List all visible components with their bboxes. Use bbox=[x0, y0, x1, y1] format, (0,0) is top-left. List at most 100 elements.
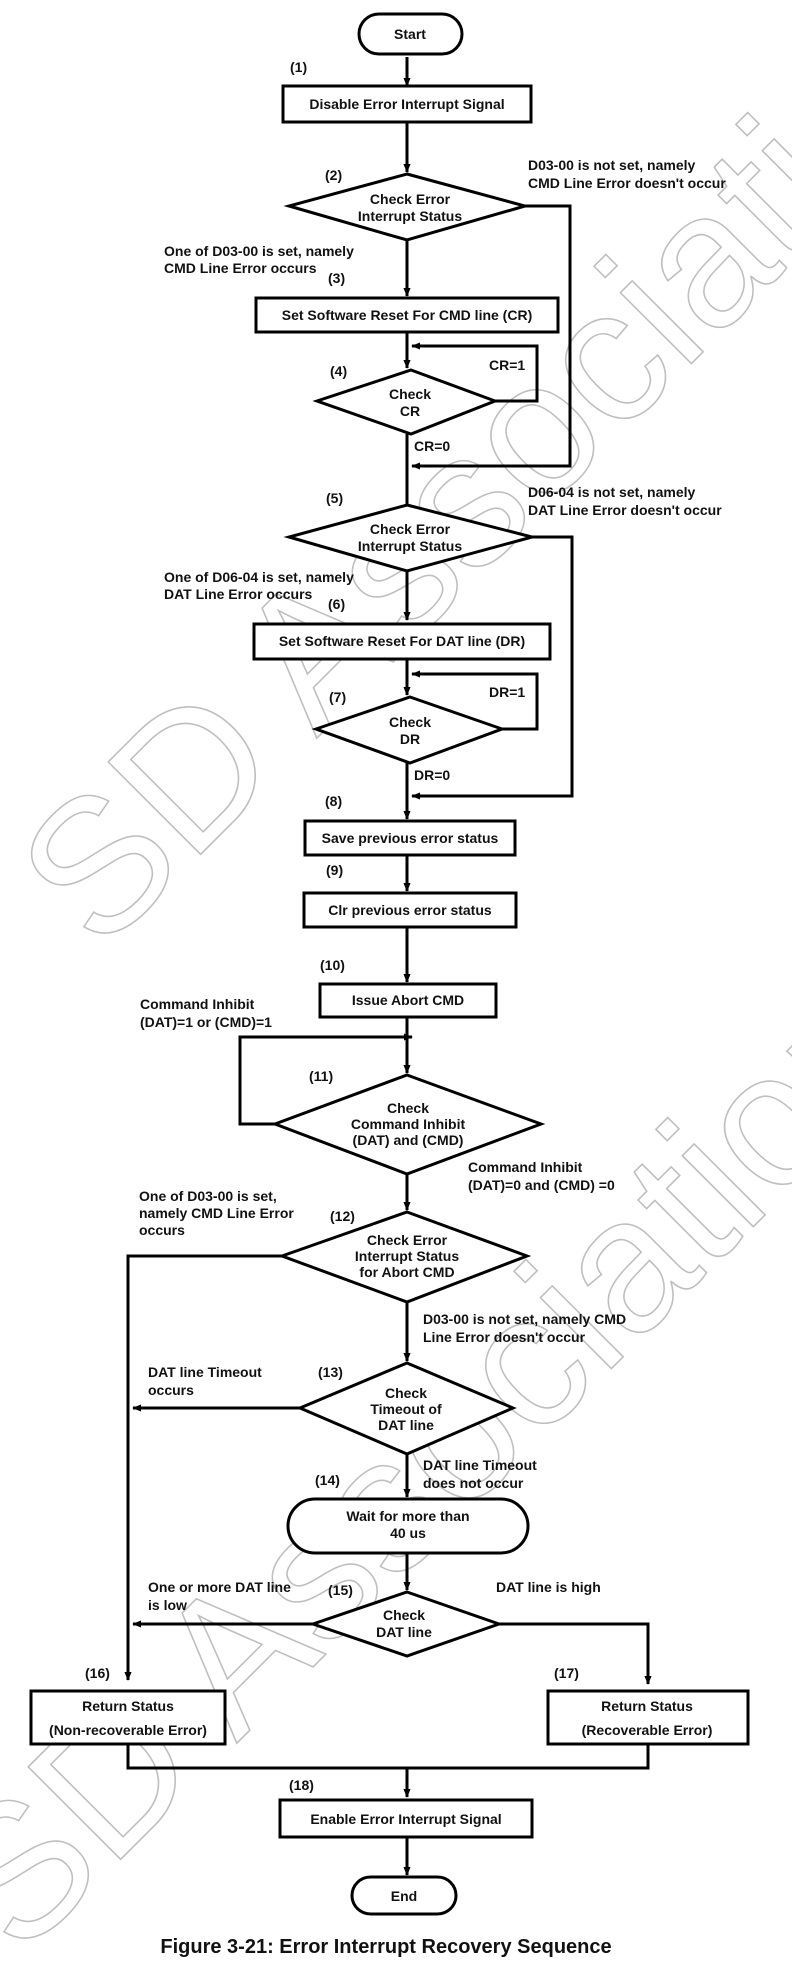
step-number-11: (11) bbox=[309, 1068, 333, 1084]
set-reset-cr-label: Set Software Reset For CMD line (CR) bbox=[282, 307, 532, 323]
check-status-dat-line1: Check Error bbox=[370, 521, 451, 537]
return-nonrec-line1: Return Status bbox=[82, 1698, 174, 1714]
check-status-cmd-line1: Check Error bbox=[370, 191, 451, 207]
step-number-2: (2) bbox=[325, 167, 342, 183]
clr-status-label: Clr previous error status bbox=[328, 902, 492, 918]
label-dr1: DR=1 bbox=[489, 684, 525, 700]
label-dat-high: DAT line is high bbox=[496, 1579, 601, 1595]
disable-label: Disable Error Interrupt Signal bbox=[309, 96, 504, 112]
label-timeout-occurs-line2: occurs bbox=[148, 1382, 194, 1398]
label-abort-no-cmd-error-line2: Line Error doesn't occur bbox=[423, 1329, 586, 1345]
save-status-box: Save previous error status bbox=[303, 819, 517, 857]
return-nonrecoverable-box: Return Status (Non-recoverable Error) bbox=[29, 1689, 227, 1746]
step-number-16: (16) bbox=[85, 1665, 110, 1681]
label-abort-cmd-error-line3: occurs bbox=[139, 1222, 185, 1238]
arrow-cr1-loop bbox=[411, 342, 539, 403]
label-dr0: DR=0 bbox=[414, 767, 450, 783]
label-inhibit-set-line1: Command Inhibit bbox=[140, 996, 255, 1012]
set-reset-dr-label: Set Software Reset For DAT line (DR) bbox=[279, 633, 525, 649]
label-timeout-not-occur-line2: does not occur bbox=[423, 1475, 524, 1491]
disable-interrupt-box: Disable Error Interrupt Signal bbox=[281, 84, 533, 124]
arrow-dr1-loop bbox=[411, 670, 539, 731]
step-number-10: (10) bbox=[320, 957, 345, 973]
edge-labels: D03-00 is not set, namely CMD Line Error… bbox=[139, 157, 726, 1613]
enable-label: Enable Error Interrupt Signal bbox=[310, 1811, 501, 1827]
check-status-cmd-decision: Check Error Interrupt Status bbox=[283, 172, 531, 242]
label-inhibit-set-line2: (DAT)=1 or (CMD)=1 bbox=[140, 1014, 272, 1030]
check-dat-line-decision: Check DAT line bbox=[308, 1590, 504, 1658]
step-number-18: (18) bbox=[289, 1777, 314, 1793]
label-timeout-occurs-line1: DAT line Timeout bbox=[148, 1364, 262, 1380]
check-status-abort-line1: Check Error bbox=[367, 1232, 448, 1248]
check-status-abort-line3: for Abort CMD bbox=[359, 1264, 454, 1280]
return-rec-line1: Return Status bbox=[601, 1698, 693, 1714]
check-timeout-line2: Timeout of bbox=[370, 1401, 442, 1417]
end-label: End bbox=[391, 1888, 417, 1904]
return-nonrec-line2: (Non-recoverable Error) bbox=[49, 1722, 207, 1738]
step-number-5: (5) bbox=[326, 490, 343, 506]
clr-status-box: Clr previous error status bbox=[302, 891, 518, 929]
return-rec-line2: (Recoverable Error) bbox=[582, 1722, 713, 1738]
issue-abort-label: Issue Abort CMD bbox=[352, 992, 464, 1008]
start-terminator: Start bbox=[357, 12, 464, 56]
check-status-abort-decision: Check Error Interrupt Status for Abort C… bbox=[277, 1210, 532, 1304]
check-dr-line1: Check bbox=[389, 714, 431, 730]
check-dr-line2: DR bbox=[400, 731, 420, 747]
step-number-9: (9) bbox=[326, 862, 343, 878]
label-d03-not-set-line1: D03-00 is not set, namely bbox=[528, 157, 696, 173]
check-inhibit-decision: Check Command Inhibit (DAT) and (CMD) bbox=[270, 1073, 546, 1176]
label-inhibit-clear-line1: Command Inhibit bbox=[468, 1159, 583, 1175]
check-status-cmd-line2: Interrupt Status bbox=[358, 208, 462, 224]
step-number-4: (4) bbox=[330, 363, 347, 379]
step-number-8: (8) bbox=[325, 793, 342, 809]
step-number-14: (14) bbox=[315, 1472, 340, 1488]
label-d06-set-line2: DAT Line Error occurs bbox=[164, 586, 313, 602]
label-d03-set-line2: CMD Line Error occurs bbox=[164, 260, 317, 276]
check-status-dat-decision: Check Error Interrupt Status bbox=[283, 503, 538, 573]
step-number-17: (17) bbox=[554, 1665, 579, 1681]
step-number-7: (7) bbox=[329, 689, 346, 705]
check-inhibit-line2: Command Inhibit bbox=[351, 1116, 466, 1132]
check-status-dat-line2: Interrupt Status bbox=[358, 538, 462, 554]
step-number-1: (1) bbox=[290, 59, 307, 75]
arrow-15-high bbox=[499, 1622, 652, 1685]
step-number-6: (6) bbox=[328, 596, 345, 612]
step-number-13: (13) bbox=[318, 1364, 343, 1380]
arrow-5-bypass bbox=[411, 535, 574, 800]
arrow-12-to-16 bbox=[124, 1254, 282, 1681]
label-d03-set-line1: One of D03-00 is set, namely bbox=[164, 243, 354, 259]
start-label: Start bbox=[394, 26, 426, 42]
step-number-3: (3) bbox=[328, 270, 345, 286]
label-cr0: CR=0 bbox=[414, 438, 450, 454]
figure-caption: Figure 3-21: Error Interrupt Recovery Se… bbox=[160, 1936, 611, 1958]
check-cr-line1: Check bbox=[389, 386, 431, 402]
check-status-abort-line2: Interrupt Status bbox=[355, 1248, 459, 1264]
enable-interrupt-box: Enable Error Interrupt Signal bbox=[278, 1798, 534, 1839]
set-reset-dr-box: Set Software Reset For DAT line (DR) bbox=[252, 622, 552, 661]
label-d06-set-line1: One of D06-04 is set, namely bbox=[164, 569, 354, 585]
check-dat-line-line2: DAT line bbox=[376, 1624, 432, 1640]
check-dr-decision: Check DR bbox=[311, 695, 507, 765]
wait-terminator: Wait for more than 40 us bbox=[286, 1497, 530, 1555]
check-inhibit-line1: Check bbox=[387, 1100, 429, 1116]
connectors bbox=[124, 57, 652, 1876]
check-timeout-decision: Check Timeout of DAT line bbox=[296, 1361, 517, 1456]
check-inhibit-line3: (DAT) and (CMD) bbox=[353, 1132, 464, 1148]
step-number-15: (15) bbox=[328, 1582, 353, 1598]
check-timeout-line3: DAT line bbox=[378, 1417, 434, 1433]
label-d06-not-set-line1: D06-04 is not set, namely bbox=[528, 484, 696, 500]
label-abort-cmd-error-line2: namely CMD Line Error bbox=[139, 1205, 294, 1221]
return-recoverable-box: Return Status (Recoverable Error) bbox=[546, 1689, 750, 1746]
label-dat-low-line2: is low bbox=[148, 1597, 187, 1613]
label-dat-low-line1: One or more DAT line bbox=[148, 1579, 291, 1595]
check-cr-decision: Check CR bbox=[312, 368, 500, 436]
set-reset-cr-box: Set Software Reset For CMD line (CR) bbox=[254, 296, 560, 334]
wait-line1: Wait for more than bbox=[346, 1508, 469, 1524]
issue-abort-box: Issue Abort CMD bbox=[318, 982, 498, 1019]
save-status-label: Save previous error status bbox=[322, 830, 499, 846]
step-number-12: (12) bbox=[330, 1208, 355, 1224]
label-cr1: CR=1 bbox=[489, 357, 525, 373]
check-dat-line-line1: Check bbox=[383, 1607, 425, 1623]
